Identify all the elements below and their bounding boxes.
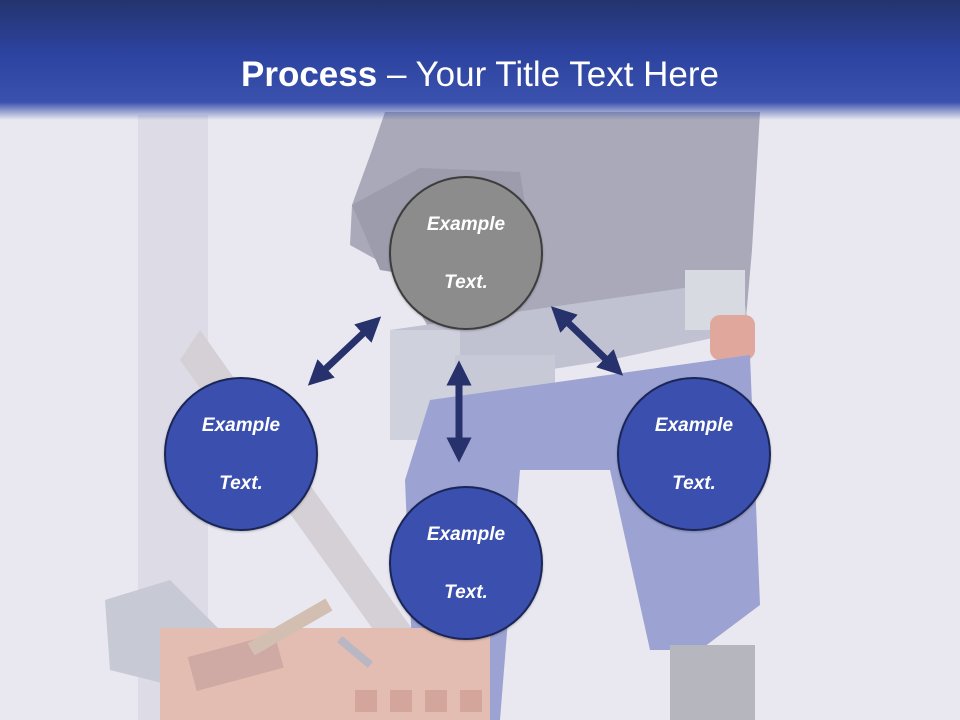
title-rest: – Your Title Text Here — [377, 55, 719, 94]
node-left-line1: Example — [201, 414, 281, 436]
arrow-top-right — [550, 306, 624, 376]
node-bottom-line2: Text. — [444, 581, 488, 603]
node-bottom-line1: Example — [426, 523, 506, 545]
node-right-line1: Example — [654, 414, 734, 436]
title-bar — [0, 0, 960, 120]
node-top-line1: Example — [426, 213, 506, 235]
node-right-line2: Text. — [672, 472, 716, 494]
slide-title: Process – Your Title Text Here — [0, 54, 960, 96]
arrow-top-left — [307, 316, 382, 386]
title-bold: Process — [241, 55, 378, 94]
node-left-line2: Text. — [219, 472, 263, 494]
node-top-line2: Text. — [444, 271, 488, 293]
